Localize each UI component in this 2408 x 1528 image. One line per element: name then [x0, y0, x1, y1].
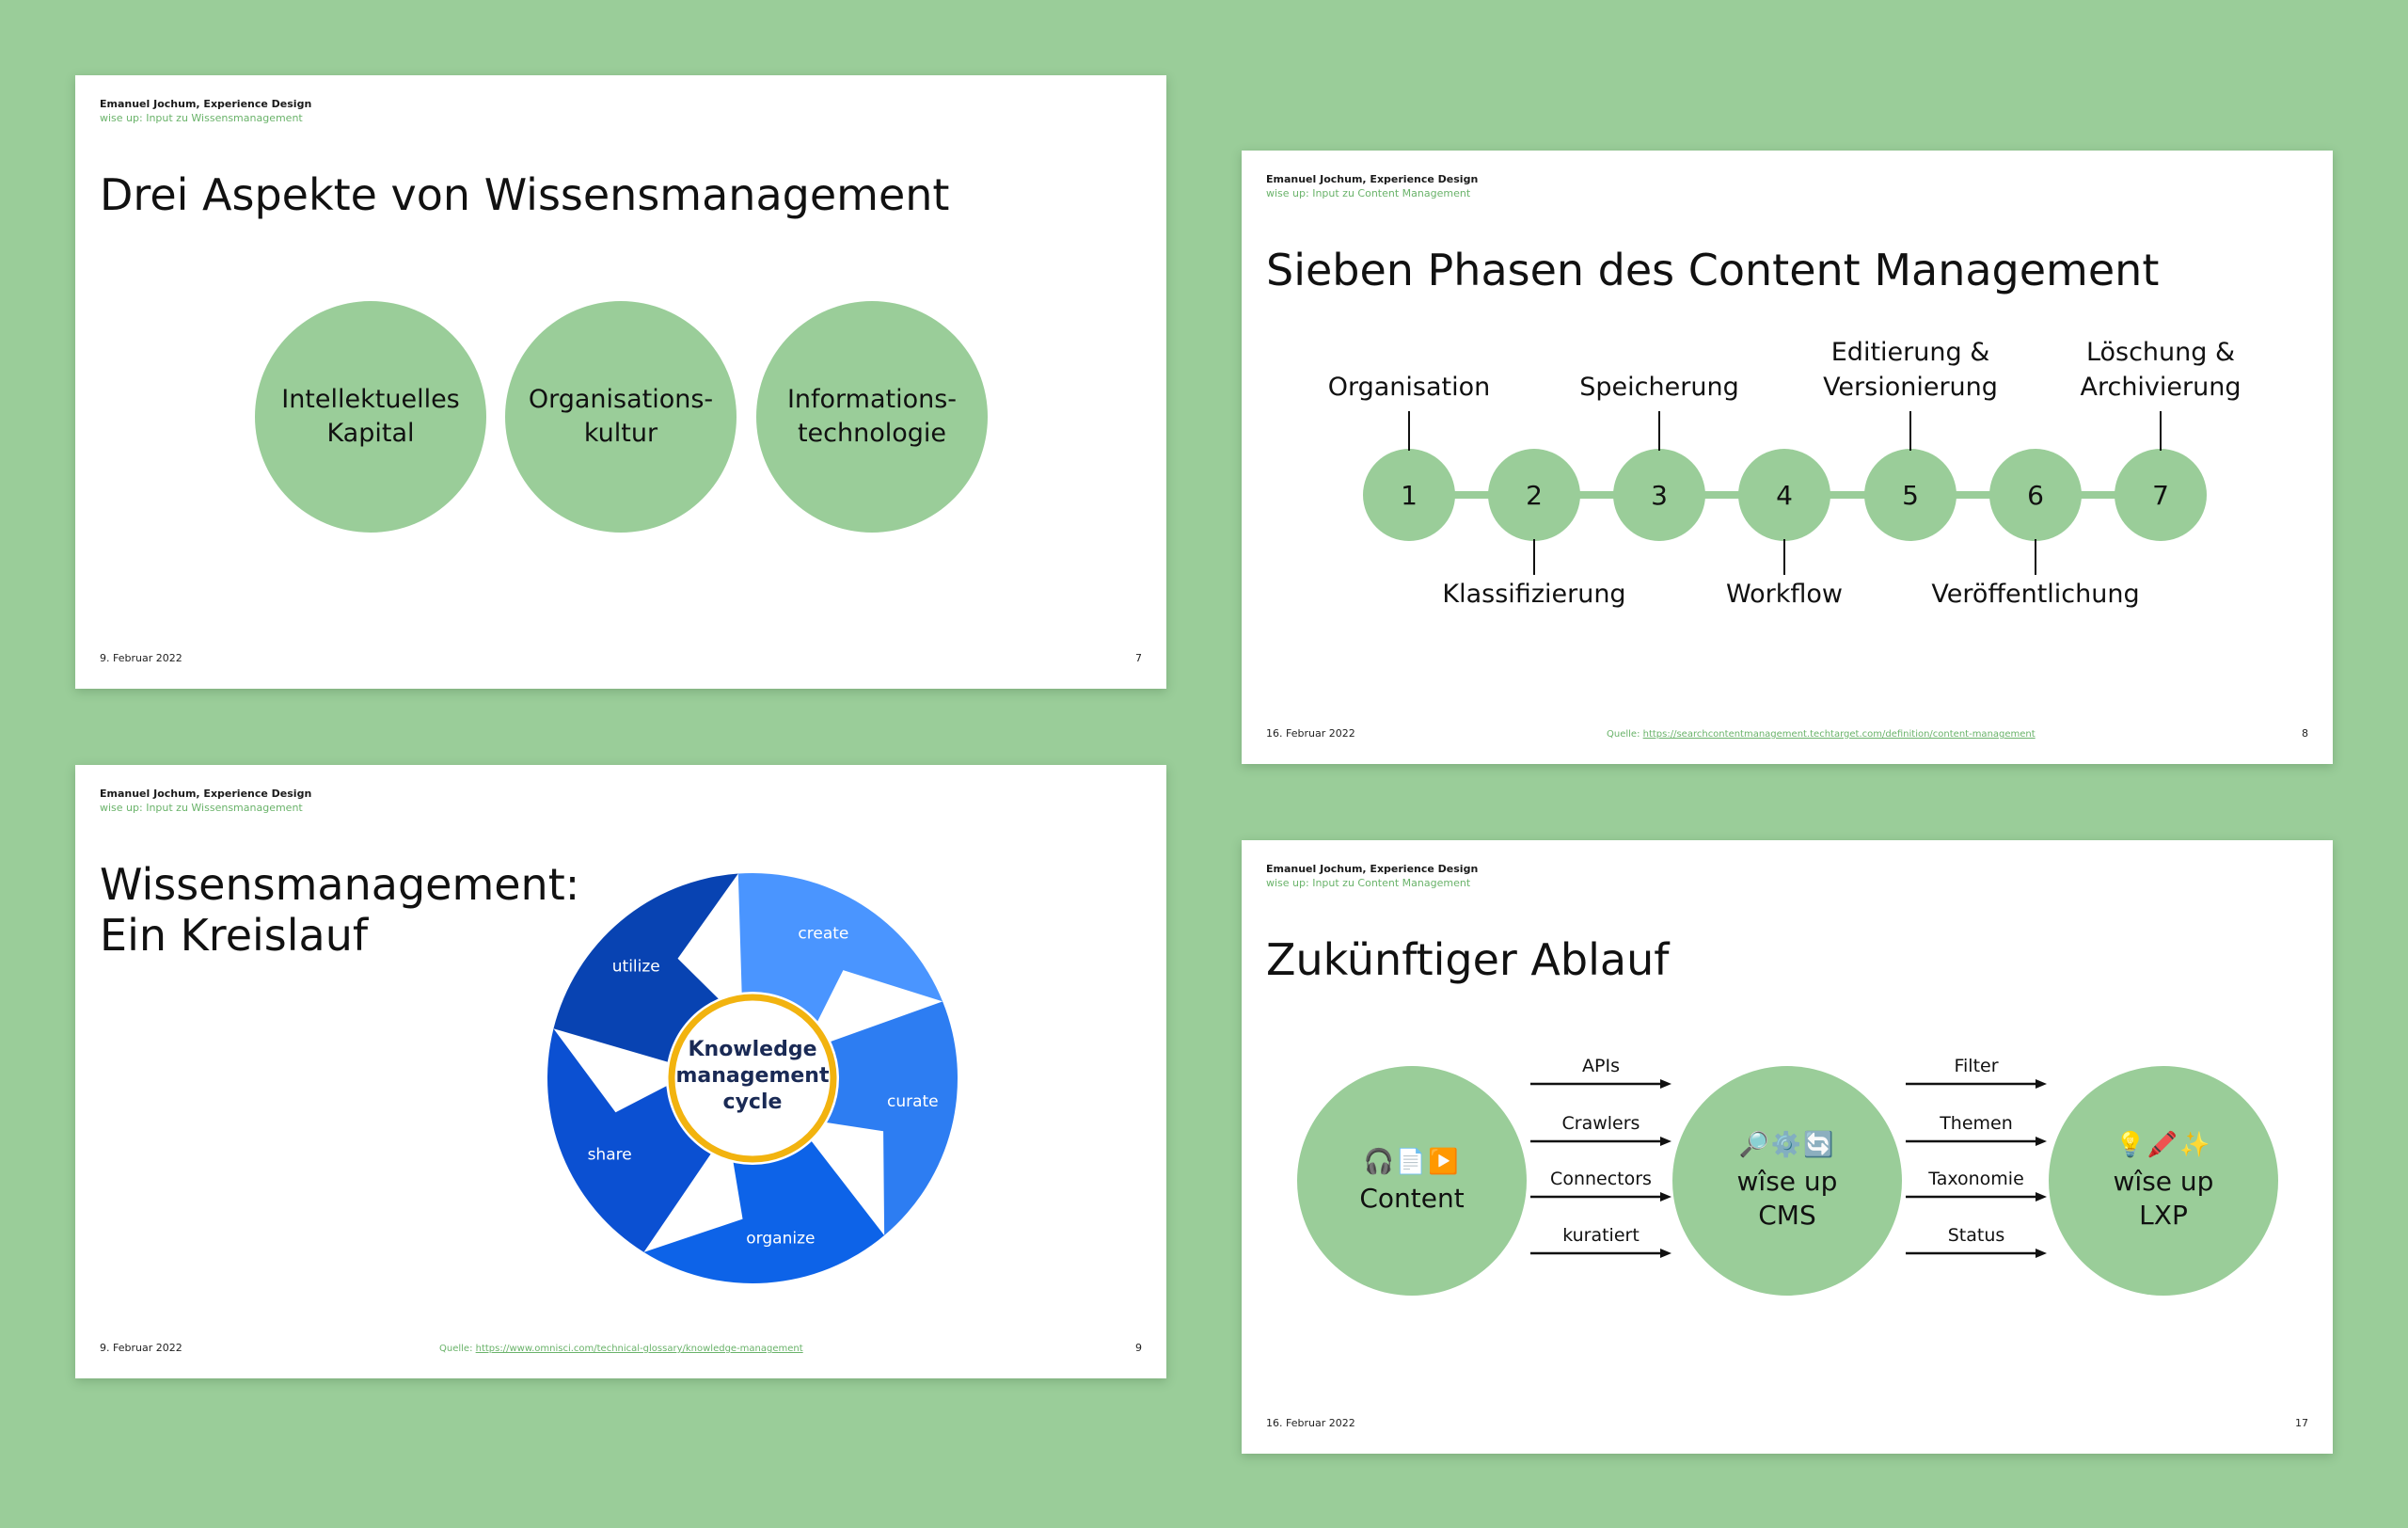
- source-note: Quelle: https://www.omnisci.com/technica…: [439, 1344, 803, 1354]
- cycle-center-ring: [668, 994, 837, 1163]
- phase-tick-6: [2035, 539, 2036, 575]
- output-label-3: Taxonomie: [1928, 1169, 2024, 1189]
- phase-node-7: 7: [2115, 449, 2207, 541]
- aspect-circle-capital: Intellektuelles Kapital: [255, 301, 486, 533]
- phase-node-5: 5: [1864, 449, 1956, 541]
- aspect-circle-technology: Informations- technologie: [756, 301, 988, 533]
- flow-node-label: wîse up LXP: [2113, 1166, 2214, 1231]
- slide-subtitle: wise up: Input zu Content Management: [1266, 187, 1471, 199]
- phase-node-1: 1: [1363, 449, 1455, 541]
- slide-date: 16. Februar 2022: [1266, 727, 1355, 740]
- slide-author: Emanuel Jochum, Experience Design: [1266, 173, 1479, 185]
- arrow-right-icon: [1530, 1079, 1671, 1089]
- phase-label-3: Speicherung: [1579, 373, 1739, 402]
- cycle-label-utilize: utilize: [612, 958, 660, 977]
- slide-subtitle: wise up: Input zu Wissensmanagement: [100, 112, 303, 124]
- phase-label-5: Editierung & Versionierung: [1823, 338, 1998, 402]
- phase-label-1: Organisation: [1327, 373, 1491, 402]
- phase-tick-7: [2160, 411, 2162, 451]
- flow-node-cms: 🔎⚙️🔄 wîse up CMS: [1672, 1066, 1902, 1296]
- source-note: Quelle: https://searchcontentmanagement.…: [1607, 729, 2036, 740]
- arrow-right-icon: [1906, 1249, 2047, 1258]
- arrow-right-icon: [1906, 1192, 2047, 1202]
- slide-cycle: Emanuel Jochum, Experience Design wise u…: [75, 765, 1166, 1378]
- cycle-center-disc: [666, 992, 839, 1165]
- cycle-label-curate: curate: [887, 1092, 939, 1111]
- flow-node-label: wîse up CMS: [1736, 1166, 1838, 1231]
- phase-label-7: Löschung & Archivierung: [2080, 338, 2242, 402]
- title-line-2: Ein Kreislauf: [100, 910, 369, 961]
- slide-date: 9. Februar 2022: [100, 1342, 182, 1354]
- slide-title: Wissensmanagement: Ein Kreislauf: [100, 859, 579, 961]
- arrow-right-icon: [1530, 1249, 1671, 1258]
- slide-subtitle: wise up: Input zu Content Management: [1266, 877, 1471, 889]
- output-label-4: Status: [1947, 1225, 2005, 1246]
- phase-node-6: 6: [1989, 449, 2082, 541]
- aspect-circle-culture: Organisations- kultur: [505, 301, 737, 533]
- cycle-label-organize: organize: [746, 1229, 815, 1248]
- input-label-3: Connectors: [1550, 1169, 1652, 1189]
- flow-node-label: Content: [1359, 1183, 1465, 1214]
- slide-title: Zukünftiger Ablauf: [1266, 934, 1670, 985]
- source-prefix: Quelle:: [1607, 729, 1643, 740]
- slide-phases: Emanuel Jochum, Experience Design wise u…: [1242, 151, 2333, 764]
- phase-tick-4: [1783, 539, 1785, 575]
- input-label-4: kuratiert: [1562, 1225, 1640, 1246]
- slide-page-number: 8: [2302, 727, 2308, 740]
- cycle-center-line-1: Knowledge: [688, 1038, 816, 1061]
- phase-tick-1: [1408, 411, 1410, 451]
- phase-label-4: Workflow: [1726, 580, 1843, 609]
- flow-node-content: 🎧📄▶️ Content: [1297, 1066, 1527, 1296]
- arrow-right-icon: [1530, 1192, 1671, 1202]
- phase-node-4: 4: [1738, 449, 1830, 541]
- slide-page-number: 7: [1135, 652, 1142, 664]
- slide-author: Emanuel Jochum, Experience Design: [1266, 863, 1479, 875]
- knowledge-cycle-diagram: create curate organize share utilize Knowled…: [547, 873, 958, 1283]
- cms-icons: 🔎⚙️🔄: [1738, 1131, 1836, 1159]
- slide-date: 16. Februar 2022: [1266, 1417, 1355, 1429]
- phase-node-2: 2: [1488, 449, 1580, 541]
- source-prefix: Quelle:: [439, 1344, 476, 1354]
- slide-page-number: 17: [2295, 1417, 2308, 1429]
- cycle-label-create: create: [798, 924, 848, 943]
- phase-label-2: Klassifizierung: [1442, 580, 1626, 609]
- slide-author: Emanuel Jochum, Experience Design: [100, 788, 312, 800]
- slide-date: 9. Februar 2022: [100, 652, 182, 664]
- output-label-2: Themen: [1940, 1113, 2013, 1134]
- slide-title: Drei Aspekte von Wissensmanagement: [100, 169, 950, 220]
- slide-subtitle: wise up: Input zu Wissensmanagement: [100, 802, 303, 814]
- flow-node-lxp: 💡🖍️✨ wîse up LXP: [2049, 1066, 2278, 1296]
- arrow-right-icon: [1906, 1137, 2047, 1146]
- phase-tick-3: [1658, 411, 1660, 451]
- input-label-2: Crawlers: [1561, 1113, 1640, 1134]
- cycle-segment-organize: [643, 1117, 885, 1283]
- phase-tick-5: [1909, 411, 1911, 451]
- slide-page-number: 9: [1135, 1342, 1142, 1354]
- input-label-1: APIs: [1582, 1056, 1620, 1076]
- arrow-right-icon: [1906, 1079, 2047, 1089]
- source-link[interactable]: https://www.omnisci.com/technical-glossa…: [475, 1344, 803, 1354]
- slide-title: Sieben Phasen des Content Management: [1266, 245, 2160, 295]
- slide-future-flow: Emanuel Jochum, Experience Design wise u…: [1242, 840, 2333, 1454]
- cycle-center-line-3: cycle: [723, 1090, 783, 1114]
- cycle-label-share: share: [588, 1146, 632, 1165]
- cycle-center-line-2: management: [676, 1064, 830, 1088]
- phase-label-6: Veröffentlichung: [1931, 580, 2140, 609]
- arrow-right-icon: [1530, 1137, 1671, 1146]
- content-icons: 🎧📄▶️: [1363, 1148, 1461, 1176]
- source-link[interactable]: https://searchcontentmanagement.techtarg…: [1642, 729, 2036, 740]
- phase-tick-2: [1533, 539, 1535, 575]
- output-label-1: Filter: [1954, 1056, 1999, 1076]
- lxp-icons: 💡🖍️✨: [2115, 1131, 2212, 1159]
- slide-aspects: Emanuel Jochum, Experience Design wise u…: [75, 75, 1166, 689]
- title-line-1: Wissensmanagement:: [100, 859, 580, 910]
- slide-author: Emanuel Jochum, Experience Design: [100, 98, 312, 110]
- phase-node-3: 3: [1613, 449, 1705, 541]
